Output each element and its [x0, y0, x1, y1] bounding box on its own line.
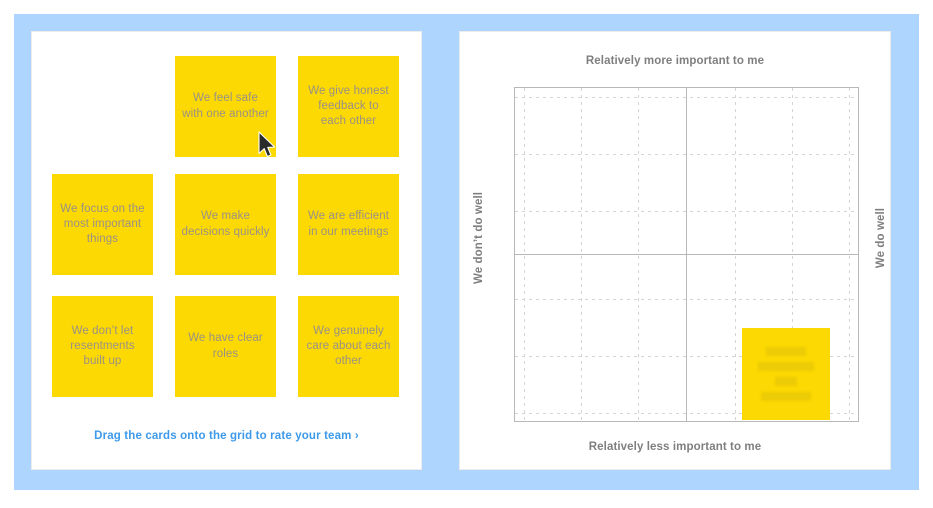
- card-deck-panel: We feel safe with one another We give ho…: [31, 31, 422, 470]
- card-text-bar: [774, 377, 798, 386]
- value-card-decisions-quickly[interactable]: We make decisions quickly: [175, 174, 276, 275]
- value-card-focus-important[interactable]: We focus on the most important things: [52, 174, 153, 275]
- axis-label-dont-do-well: We don’t do well: [473, 191, 486, 285]
- card-text-bar: [757, 362, 815, 371]
- axis-label-more-important: Relatively more important to me: [585, 55, 765, 67]
- drag-cards-hint-link[interactable]: Drag the cards onto the grid to rate you…: [94, 430, 359, 442]
- grid-horizontal-axis: [515, 254, 858, 255]
- card-row: We don’t let resentments built up We hav…: [52, 296, 403, 397]
- value-card-honest-feedback[interactable]: We give honest feedback to each other: [298, 56, 399, 157]
- grid-plot-area[interactable]: [514, 87, 859, 422]
- rating-grid-panel: Relatively more important to me Relative…: [459, 31, 891, 470]
- value-card-feel-safe[interactable]: We feel safe with one another: [175, 56, 276, 157]
- card-slot-empty: [52, 56, 153, 157]
- quadrant-grid[interactable]: [514, 87, 859, 422]
- axis-label-do-well: We do well: [874, 207, 887, 269]
- value-card-resentments[interactable]: We don’t let resentments built up: [52, 296, 153, 397]
- card-row: We feel safe with one another We give ho…: [52, 56, 403, 157]
- card-text-bar: [760, 392, 812, 401]
- value-card-genuinely-care[interactable]: We genuinely care about each other: [298, 296, 399, 397]
- card-deck: We feel safe with one another We give ho…: [52, 56, 403, 400]
- placed-value-card[interactable]: [742, 328, 830, 420]
- card-text-bar: [766, 347, 806, 356]
- card-row: We focus on the most important things We…: [52, 174, 403, 275]
- value-card-clear-roles[interactable]: We have clear roles: [175, 296, 276, 397]
- value-card-efficient-meetings[interactable]: We are efficient in our meetings: [298, 174, 399, 275]
- axis-label-less-important: Relatively less important to me: [588, 441, 762, 453]
